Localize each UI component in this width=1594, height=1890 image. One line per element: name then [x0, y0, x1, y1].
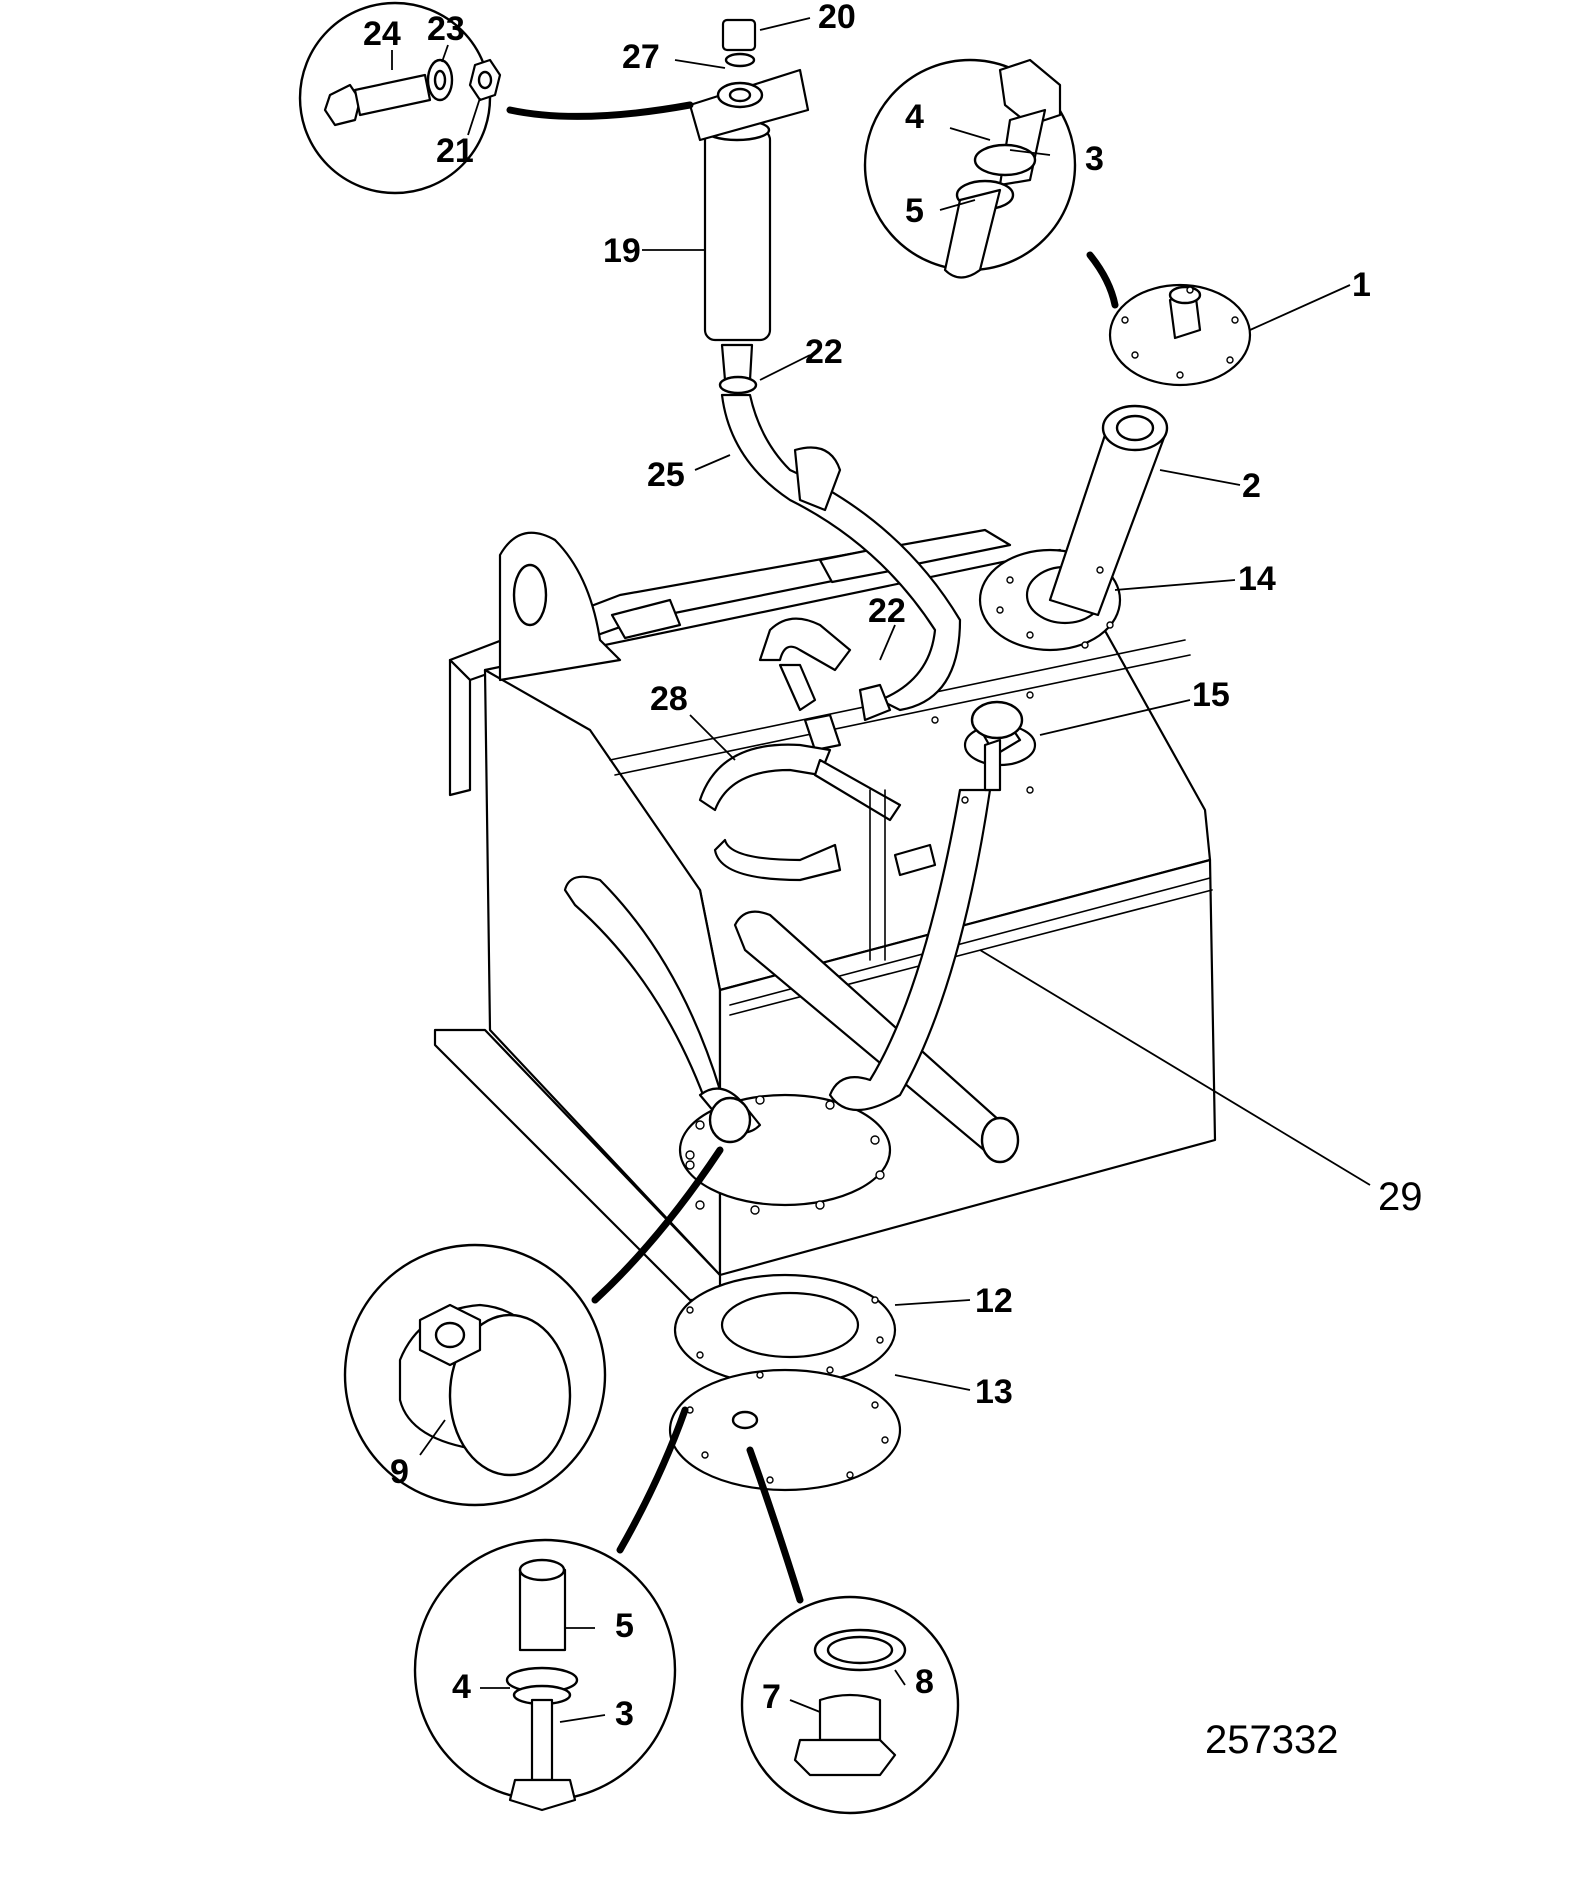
callout-3-bottom: 3: [615, 1695, 634, 1733]
mounting-flanges: [668, 1273, 902, 1492]
fuel-hoses: [698, 393, 962, 961]
callout-22-mid: 22: [868, 592, 906, 630]
callout-27: 27: [622, 38, 660, 76]
callout-8: 8: [915, 1663, 934, 1701]
callout-1: 1: [1352, 266, 1371, 304]
callout-5-bottom: 5: [615, 1607, 634, 1645]
detail-plug-seal: [740, 1446, 960, 1815]
leader-lines: [391, 17, 1371, 1723]
callout-25: 25: [647, 456, 685, 494]
callout-29: 29: [1378, 1175, 1423, 1219]
callout-13: 13: [975, 1373, 1013, 1411]
sender-cover-plate: [1108, 283, 1252, 387]
fuel-tank: [433, 528, 1217, 1302]
callout-2: 2: [1242, 467, 1261, 505]
callout-23: 23: [427, 10, 465, 48]
filler-cap: [931, 691, 1037, 804]
drawing-number: 257332: [1205, 1718, 1338, 1762]
callout-22-top: 22: [805, 333, 843, 371]
callout-4-top: 4: [905, 98, 924, 136]
callout-14: 14: [1238, 560, 1276, 598]
callout-5-top: 5: [905, 192, 924, 230]
callout-7: 7: [762, 1678, 781, 1716]
callout-19: 19: [603, 232, 641, 270]
detail-drain-plug: [343, 1146, 724, 1507]
filler-neck-assembly: [978, 404, 1169, 652]
callout-28: 28: [650, 680, 688, 718]
callout-4-bottom: 4: [452, 1668, 471, 1706]
detail-bottom-tube-bolt: [413, 1406, 689, 1812]
detail-bolt-washer-nut: [298, 1, 694, 195]
callout-12: 12: [975, 1282, 1013, 1320]
callout-3-top: 3: [1085, 140, 1104, 178]
detail-tube-bolt: [863, 58, 1119, 309]
callout-15: 15: [1192, 676, 1230, 714]
callout-24: 24: [363, 15, 401, 53]
callout-20: 20: [818, 0, 856, 36]
callout-labels: 1 2 14 15 29 12 13 3 4 5 20 27 19 22 25 …: [363, 0, 1423, 1762]
callout-21: 21: [436, 132, 474, 170]
fuel-filter-assembly: [688, 18, 810, 395]
callout-9: 9: [390, 1453, 409, 1491]
